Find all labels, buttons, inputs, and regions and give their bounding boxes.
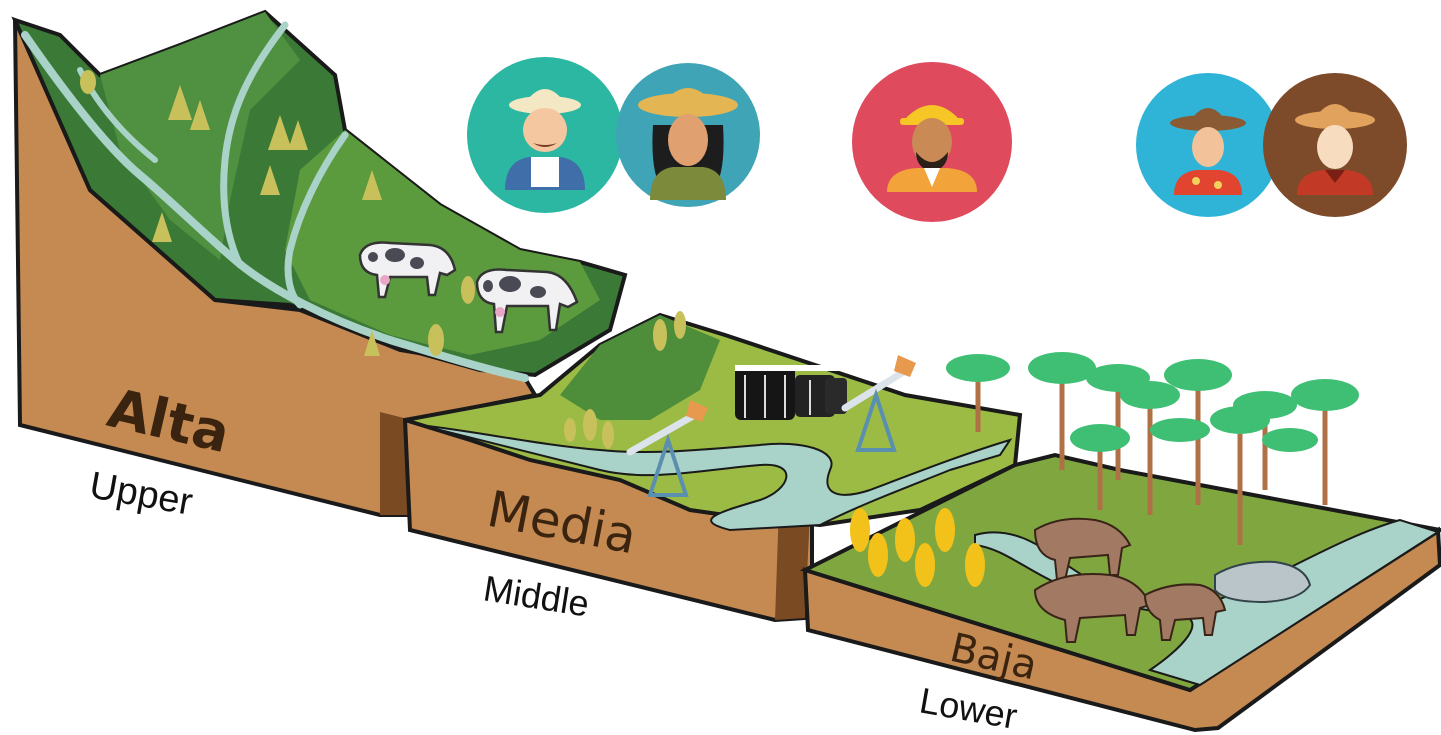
avatar-oil-worker — [852, 62, 1012, 222]
cattle-icon — [1033, 517, 1227, 643]
lower-zone-label-en: Lower — [917, 680, 1021, 735]
pumpjack-icon — [626, 400, 708, 497]
palm-trees — [946, 352, 1359, 545]
cowboy-icon — [1295, 104, 1375, 195]
avatar-cowboy — [1263, 73, 1407, 217]
cow-icon — [475, 268, 579, 334]
upper-stream-2 — [220, 21, 289, 269]
farmer-man-icon — [505, 89, 585, 190]
farmer-woman-icon — [638, 88, 738, 200]
lower-zone-block — [799, 352, 1441, 733]
middle-trees — [564, 311, 686, 449]
rancher-icon — [1170, 108, 1246, 195]
middle-hill-dark — [560, 315, 720, 420]
pumpjack-icon — [841, 355, 916, 452]
avatar-rancher — [1136, 73, 1280, 217]
upper-trees — [80, 70, 475, 356]
oil-tanks-icon — [735, 365, 847, 420]
middle-zone-block — [402, 311, 1023, 623]
oil-worker-icon — [887, 105, 977, 192]
capybara-icon — [1214, 560, 1312, 604]
cow-icon — [358, 241, 457, 299]
middle-zone-label-en: Middle — [481, 567, 592, 624]
upper-zone-label-en: Upper — [86, 465, 196, 524]
wheat-icon — [850, 508, 985, 587]
middle-river — [419, 424, 1013, 532]
upper-stream-3 — [284, 131, 349, 309]
upper-zone-block — [11, 9, 628, 517]
avatar-farmer-woman — [616, 63, 760, 207]
avatar-farmer-man — [467, 57, 623, 213]
